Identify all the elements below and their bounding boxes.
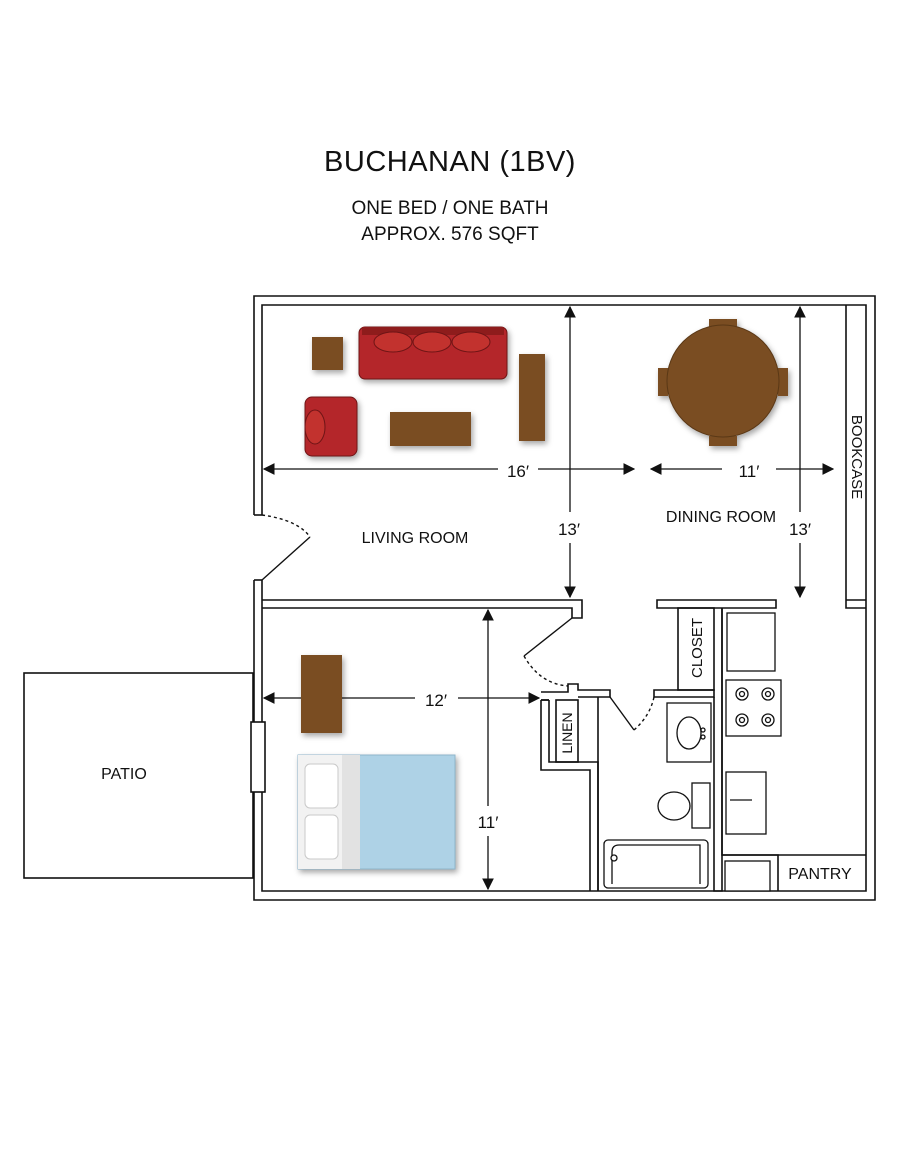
plan-subtitle-area: APPROX. 576 SQFT [361,224,539,245]
tv-console [519,354,545,441]
bath-fixtures [603,702,712,889]
dining-room-label: DINING ROOM [666,509,776,526]
interior-walls [262,305,866,892]
dining-table [658,319,788,446]
bath-door [609,696,655,731]
plan-title: BUCHANAN (1BV) [324,146,576,178]
toilet-bowl [657,791,691,821]
exterior-walls [253,295,876,901]
bookcase-label: BOOKCASE [848,415,865,499]
dresser [301,655,342,733]
dining-depth-label: 13′ [789,520,811,539]
bedroom-furniture [297,655,456,870]
bedroom-width-label: 12′ [425,691,447,710]
living-width-label: 16′ [507,462,529,481]
linen-label: LINEN [559,712,575,753]
armchair [304,396,358,457]
stove [725,679,782,737]
end-table [312,337,343,370]
patio: PATIO [23,672,254,879]
kitchen-fixtures [724,612,782,892]
dishwasher [724,860,771,892]
dining-width-label: 11′ [739,462,760,481]
bedroom-depth-label: 11′ [478,813,499,832]
bed [297,754,456,870]
coffee-table [390,412,471,446]
plan-subtitle-beds: ONE BED / ONE BATH [351,198,549,219]
refrigerator [726,612,776,672]
living-depth-label: 13′ [558,520,580,539]
living-furniture [304,326,545,457]
living-room-label: LIVING ROOM [362,530,469,547]
pantry-label: PANTRY [788,866,852,883]
sink-basin [676,716,702,750]
toilet-tank [691,782,711,829]
patio-window [250,721,266,793]
bedroom-door [523,617,573,687]
kitchen-sink [725,771,767,835]
entry-door [261,514,311,581]
bathtub [603,839,709,889]
sofa [358,326,508,380]
patio-label: PATIO [101,766,147,783]
closet-label: CLOSET [689,618,706,678]
